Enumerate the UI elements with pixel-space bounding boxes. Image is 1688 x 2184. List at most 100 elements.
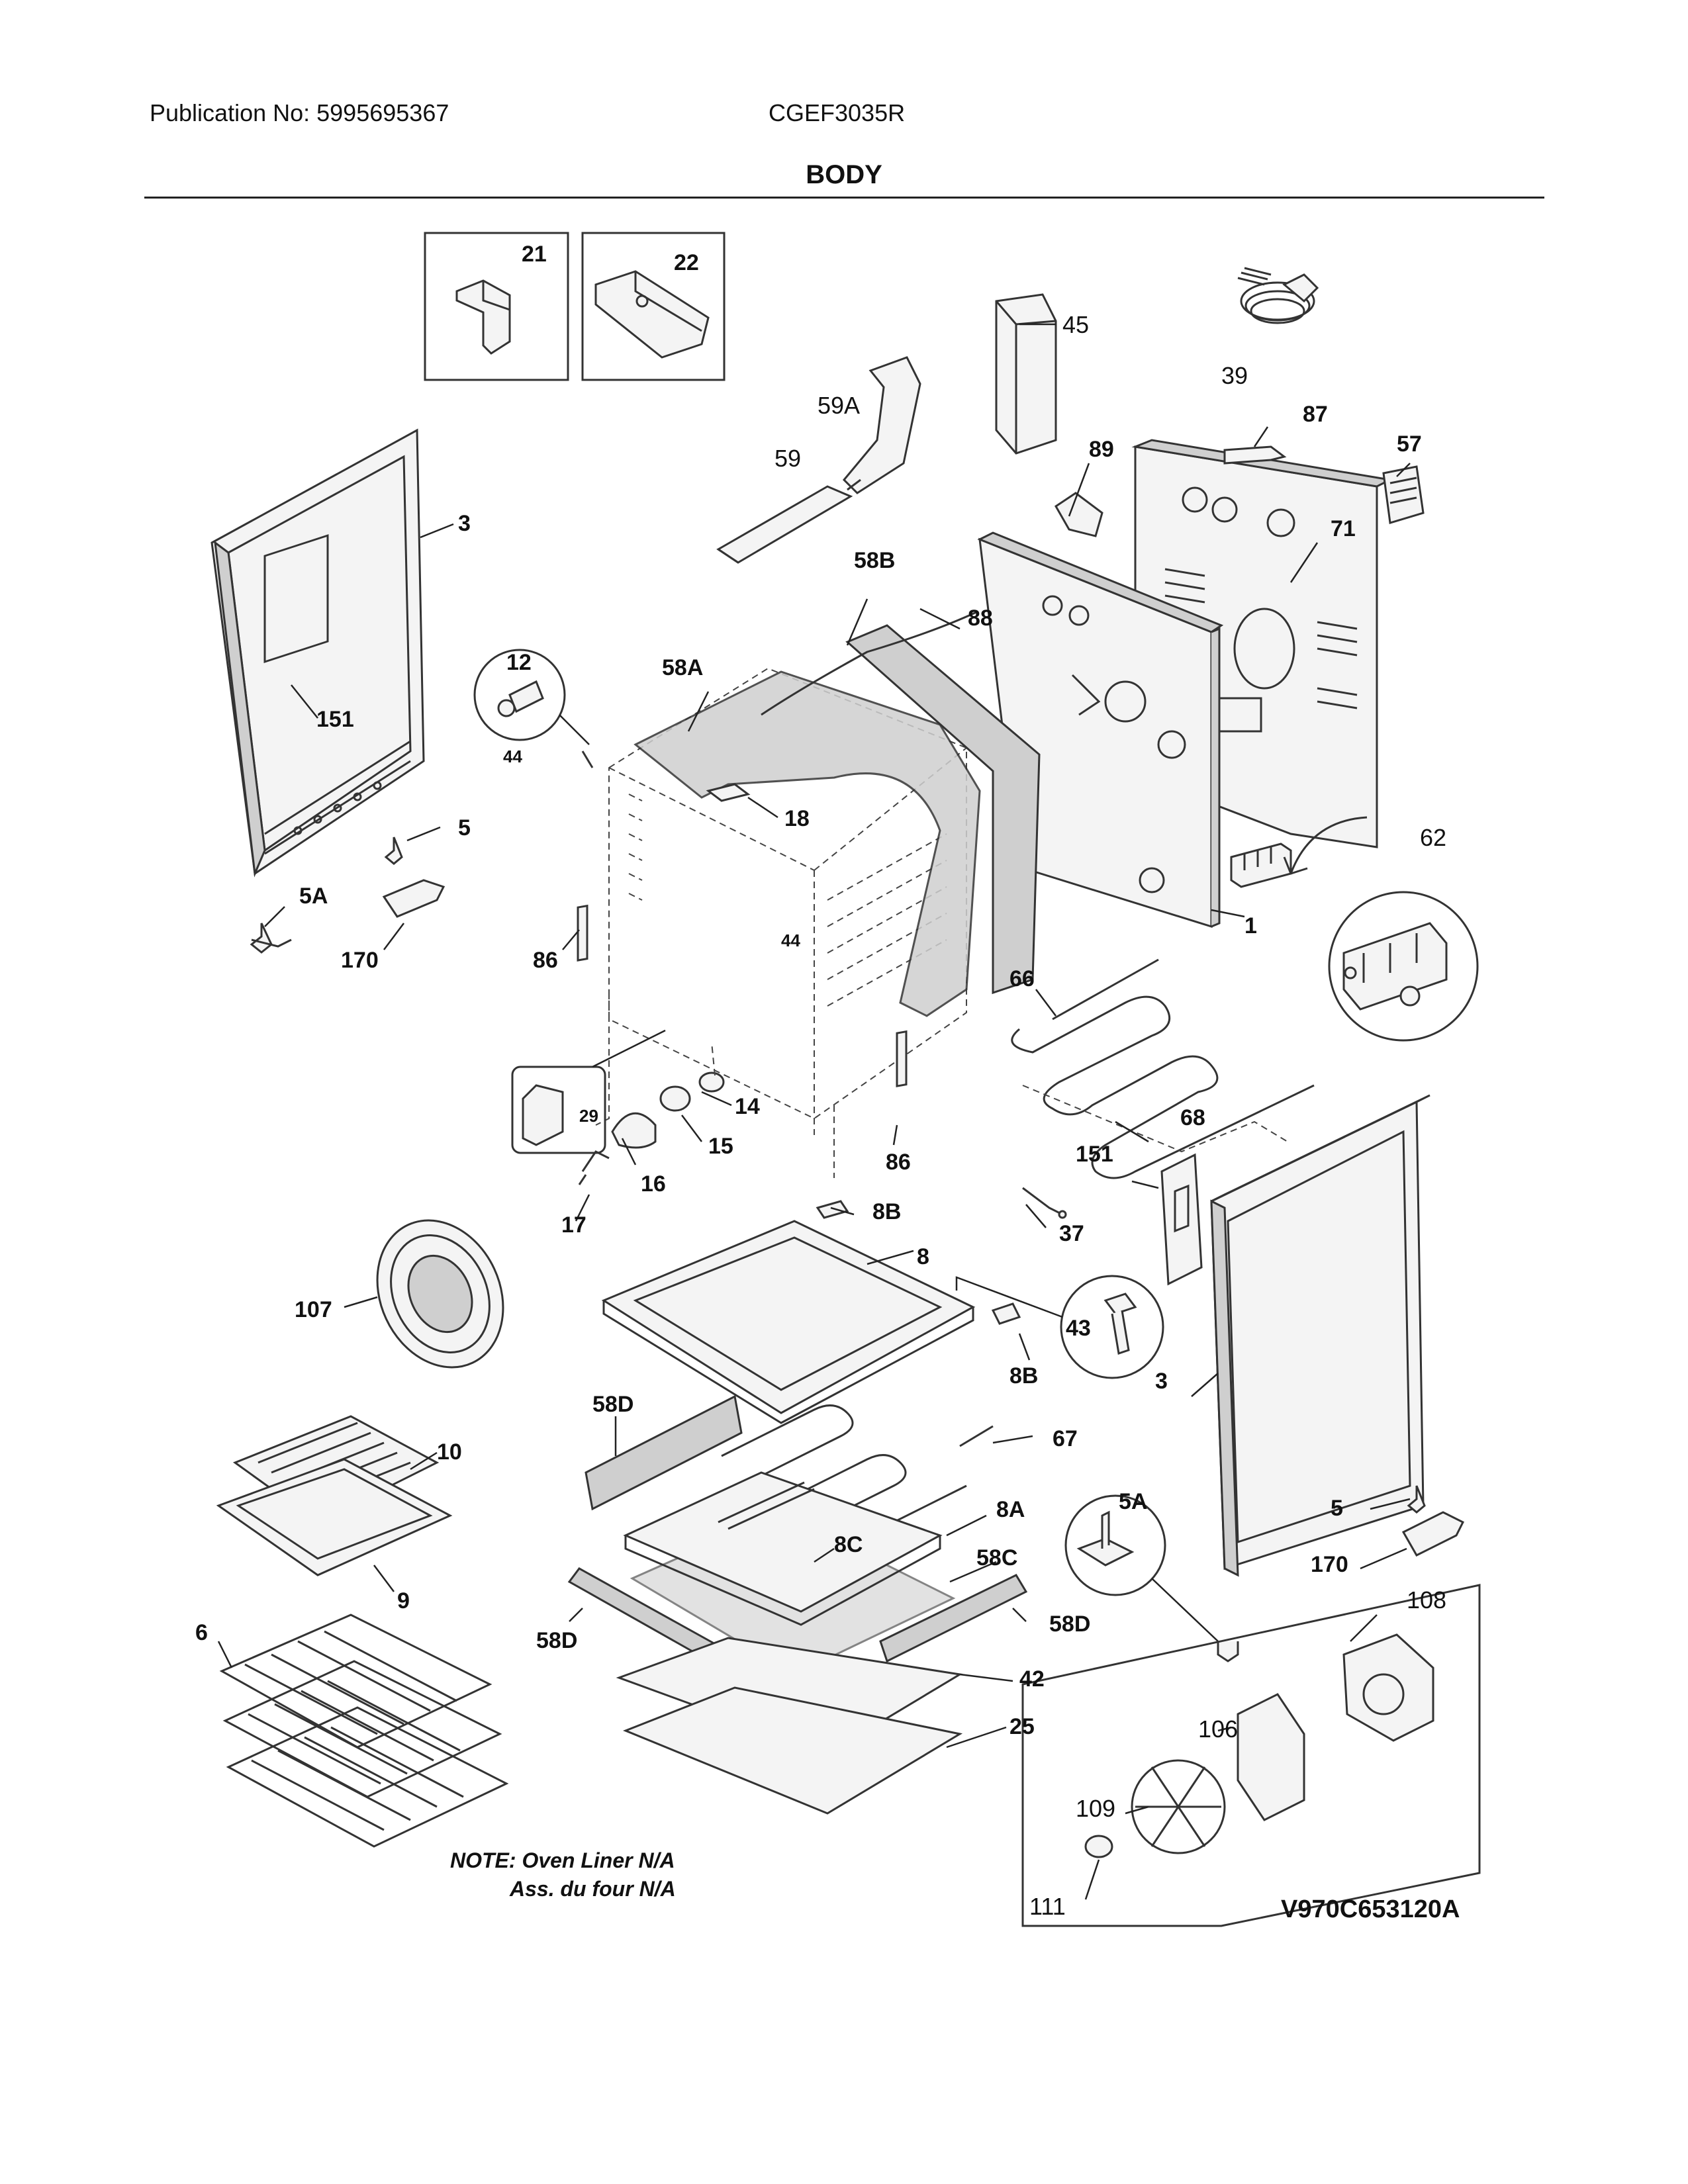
part-170-right-bracket (1401, 1511, 1465, 1557)
model-number: CGEF3035R (769, 99, 906, 126)
callout-89: 89 (1089, 437, 1114, 462)
callout-5a-right: 5A (1119, 1489, 1147, 1514)
leader-lines (217, 323, 1411, 1900)
callout-5-right: 5 (1331, 1496, 1343, 1521)
part-6-oven-racks (219, 1614, 509, 1848)
part-58d-lower-right (879, 1574, 1028, 1663)
callout-170-left: 170 (341, 948, 379, 973)
part-87-cover (1223, 445, 1287, 465)
part-86-left-bracket (577, 904, 588, 962)
part-107-fan-cover (376, 1219, 504, 1369)
part-5a-leg-inset (1064, 1494, 1239, 1662)
callout-18: 18 (784, 806, 810, 831)
part-57-vent-cover (1382, 465, 1425, 524)
callout-59: 59 (774, 445, 801, 472)
callout-59a: 59A (818, 392, 860, 419)
part-111-nut (1084, 1835, 1113, 1858)
part-29-inset (511, 1029, 666, 1154)
part-106-fan-bracket (1237, 1693, 1305, 1821)
part-58b-insulation (845, 624, 1041, 995)
callout-111: 111 (1029, 1893, 1066, 1920)
part-58d-upper-insulation (585, 1394, 743, 1511)
part-17-clip (578, 1150, 610, 1185)
callout-67: 67 (1053, 1426, 1078, 1451)
callout-8: 8 (917, 1244, 929, 1269)
callout-108: 108 (1407, 1586, 1446, 1614)
publication-number: Publication No: 5995695367 (150, 99, 449, 126)
part-59a-duct (842, 356, 921, 494)
part-89-bracket (1055, 492, 1103, 537)
callout-3-right: 3 (1155, 1369, 1168, 1394)
callout-58b: 58B (854, 548, 895, 573)
left-side-panel (211, 428, 425, 878)
part-59-duct (716, 485, 853, 564)
part-151-right-bracket (1160, 1153, 1203, 1286)
callout-58d-lower-right: 58D (1049, 1612, 1090, 1637)
part-5-right-leveler (1407, 1485, 1426, 1514)
part-9-broil-pan (216, 1458, 453, 1576)
part-43-screw-inset (955, 1275, 1164, 1379)
callout-87: 87 (1303, 402, 1328, 427)
callout-labels: 21 22 45 39 59A 87 57 89 59 71 3 58B 88 … (195, 242, 1446, 1920)
callout-10: 10 (437, 1439, 462, 1465)
callout-57: 57 (1397, 432, 1422, 457)
callout-12: 12 (506, 650, 532, 675)
callout-5-left: 5 (458, 815, 471, 841)
callout-42: 42 (1019, 1666, 1045, 1692)
part-108-fan-motor (1342, 1633, 1434, 1742)
part-22-inset (581, 232, 726, 381)
callout-39: 39 (1221, 362, 1248, 389)
part-15-bulb (659, 1085, 691, 1112)
callout-43: 43 (1066, 1316, 1091, 1341)
callout-22: 22 (674, 250, 699, 275)
callout-17: 17 (561, 1212, 586, 1238)
callout-14: 14 (735, 1094, 760, 1119)
part-37-sensor (1022, 1187, 1067, 1219)
callout-8b-lower: 8B (1009, 1363, 1038, 1388)
header-rule (144, 197, 1544, 199)
convection-fan-inset (1021, 1584, 1481, 1927)
section-title: BODY (806, 160, 882, 189)
part-58a-insulation (633, 670, 981, 1017)
part-109-fan-blade (1131, 1759, 1226, 1854)
part-66-broil-element (1011, 958, 1315, 1179)
part-12-light-socket-inset (473, 649, 594, 768)
part-8-oven-bottom (601, 1220, 976, 1424)
callout-58d-lower-left: 58D (536, 1628, 577, 1653)
callout-37: 37 (1059, 1221, 1084, 1246)
part-21-inset (424, 232, 569, 381)
part-68-wire (1022, 1085, 1288, 1153)
callout-151-right: 151 (1076, 1142, 1113, 1167)
callout-62: 62 (1420, 824, 1446, 851)
callout-109: 109 (1076, 1795, 1115, 1822)
callout-44-upper: 44 (503, 747, 522, 766)
part-8b-upper-clip (816, 1200, 849, 1219)
callout-44-lower: 44 (781, 931, 800, 950)
callout-88: 88 (968, 606, 993, 631)
note-line-2: Ass. du four N/A (509, 1877, 676, 1901)
callout-29: 29 (579, 1106, 598, 1126)
callout-15: 15 (708, 1134, 733, 1159)
part-45-bracket (995, 293, 1057, 455)
part-14-socket (698, 1042, 725, 1093)
callout-66: 66 (1009, 966, 1035, 991)
callout-107: 107 (295, 1297, 332, 1322)
callout-86-left: 86 (533, 948, 558, 973)
note-line-1: NOTE: Oven Liner N/A (450, 1848, 675, 1872)
part-8b-lower-clip (991, 1302, 1021, 1325)
callout-25: 25 (1009, 1714, 1035, 1739)
right-side-panel (1210, 1094, 1430, 1577)
callout-58d-upper: 58D (592, 1392, 633, 1417)
callout-6: 6 (195, 1620, 208, 1645)
part-18-clip (706, 783, 751, 802)
callout-5a-left: 5A (299, 884, 328, 909)
part-25-shield (622, 1686, 963, 1815)
part-39-power-cord (1237, 267, 1319, 324)
callout-8c: 8C (834, 1532, 863, 1557)
callout-170-right: 170 (1311, 1552, 1348, 1577)
callout-21: 21 (522, 242, 547, 267)
callout-1: 1 (1244, 913, 1257, 938)
callout-106: 106 (1198, 1715, 1238, 1743)
part-88-wire (761, 611, 977, 716)
